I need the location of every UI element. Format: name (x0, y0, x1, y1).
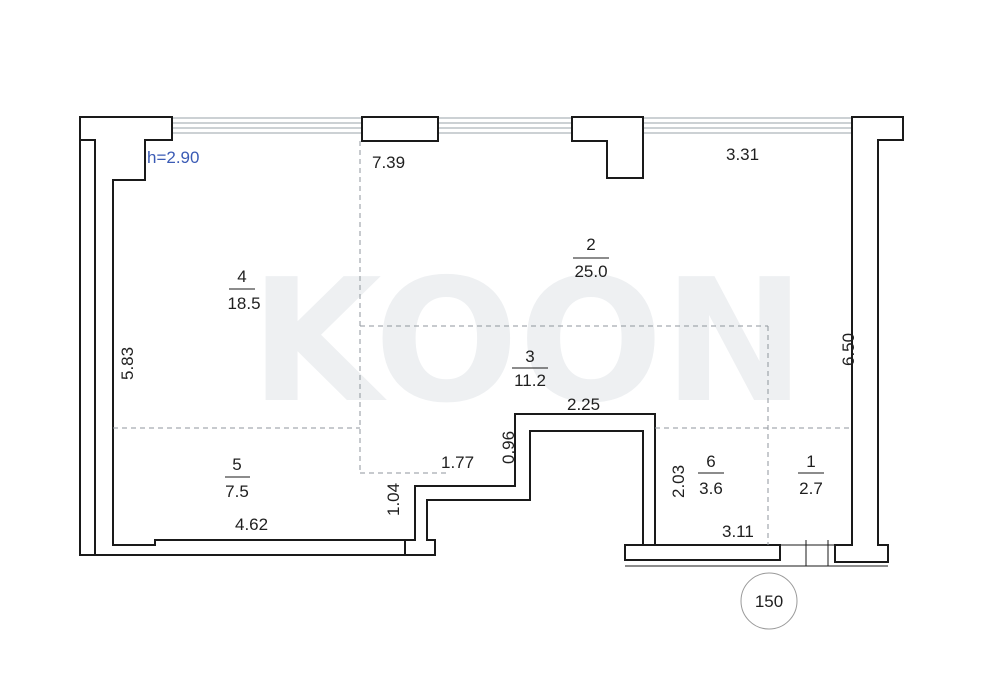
room-number: 3 (525, 347, 534, 366)
dimension-label: 5.83 (118, 347, 137, 380)
room-label-1: 1 2.7 (798, 452, 824, 498)
wall-left-outer (79, 139, 96, 556)
zone-boundaries (113, 141, 852, 545)
entry-threshold (625, 540, 888, 567)
room-label-4: 4 18.5 (227, 267, 260, 313)
dimension-label: 3.31 (726, 145, 759, 164)
dimension-label: 4.62 (235, 515, 268, 534)
dimension-label: 2.25 (567, 395, 600, 414)
dimension-label: 1.04 (384, 483, 403, 516)
room-label-2: 2 25.0 (573, 235, 609, 281)
room-area: 18.5 (227, 294, 260, 313)
dimension-label: 6.50 (839, 333, 858, 366)
room-label-6: 6 3.6 (698, 452, 724, 498)
pillar-top-left (361, 116, 439, 142)
dimension-label: 0.96 (499, 431, 518, 464)
dimension-label: 7.39 (372, 153, 405, 172)
apartment-number-badge: 150 (740, 572, 798, 630)
ceiling-height-label: h=2.90 (147, 148, 199, 167)
room-label-5: 5 7.5 (225, 455, 250, 501)
dimension-label: 1.77 (441, 453, 474, 472)
room-area: 25.0 (574, 262, 607, 281)
room-number: 6 (706, 452, 715, 471)
wall-right (834, 116, 904, 563)
room-number: 5 (232, 455, 241, 474)
room-number: 1 (806, 452, 815, 471)
room-number: 2 (586, 235, 595, 254)
room-area: 3.6 (699, 479, 723, 498)
apartment-number: 150 (755, 592, 783, 611)
room-area: 11.2 (514, 371, 546, 390)
dimension-label: 2.03 (669, 465, 688, 498)
column-top-center (571, 116, 644, 179)
room-area: 7.5 (225, 482, 249, 501)
room-area: 2.7 (799, 479, 823, 498)
watermark-text: KOON (250, 243, 805, 441)
window-glazing (172, 117, 852, 134)
room-number: 4 (237, 267, 246, 286)
room-label-3: 3 11.2 (512, 347, 548, 390)
dimension-label: 3.11 (722, 522, 754, 541)
